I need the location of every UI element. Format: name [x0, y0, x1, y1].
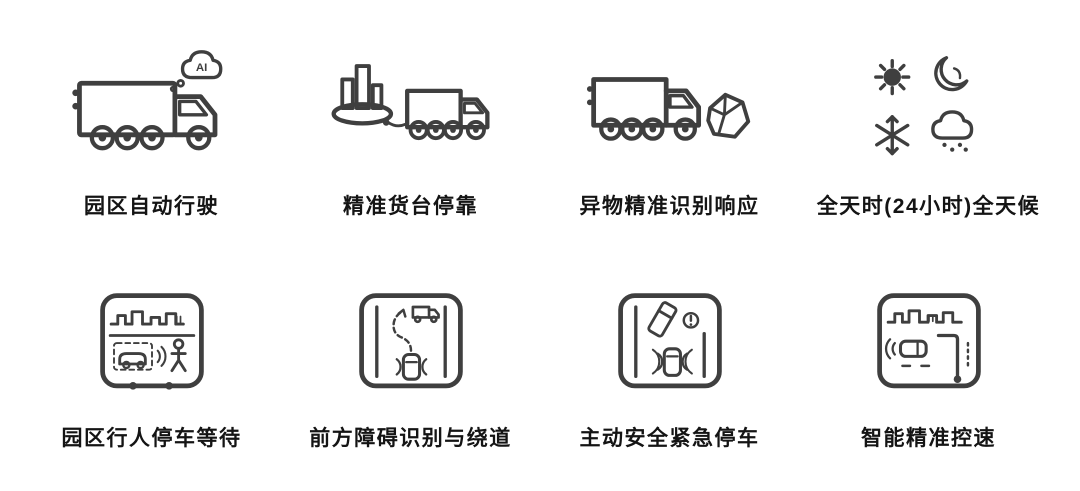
- feature-label: 精准货台停靠: [343, 195, 478, 219]
- truck-ai-cloud-icon: AI: [64, 46, 240, 174]
- road-emergency-stop-icon: [613, 284, 727, 406]
- feature-all-day-all-weather: 全天时(24小时)全天候: [799, 14, 1058, 249]
- feature-park-autonomous-driving: AI 园区自动行驶: [22, 14, 281, 249]
- feature-precise-dock-parking: 精准货台停靠: [281, 14, 540, 249]
- feature-label: 主动安全紧急停车: [579, 426, 760, 450]
- feature-foreign-object-response: 异物精准识别响应: [540, 14, 799, 249]
- feature-active-safety-emergency-stop: 主动安全紧急停车: [540, 249, 799, 484]
- ai-badge-text: AI: [195, 62, 206, 74]
- feature-label: 园区自动行驶: [84, 195, 219, 219]
- road-pedestrian-icon: [95, 284, 209, 406]
- feature-intelligent-speed-control: 智能精准控速: [799, 249, 1058, 484]
- feature-label: 异物精准识别响应: [579, 195, 760, 219]
- feature-obstacle-detour: 前方障碍识别与绕道: [281, 249, 540, 484]
- truck-obstacle-rock-icon: [582, 46, 758, 174]
- feature-label: 全天时(24小时)全天候: [816, 195, 1041, 219]
- road-speed-control-icon: [872, 284, 986, 406]
- feature-label: 智能精准控速: [861, 426, 996, 450]
- weather-sun-moon-snow-rain-icon: [865, 46, 993, 174]
- truck-loading-dock-icon: [323, 46, 499, 174]
- feature-label: 前方障碍识别与绕道: [309, 426, 512, 450]
- road-detour-icon: [354, 284, 468, 406]
- feature-label: 园区行人停车等待: [61, 426, 242, 450]
- feature-pedestrian-stop-wait: 园区行人停车等待: [22, 249, 281, 484]
